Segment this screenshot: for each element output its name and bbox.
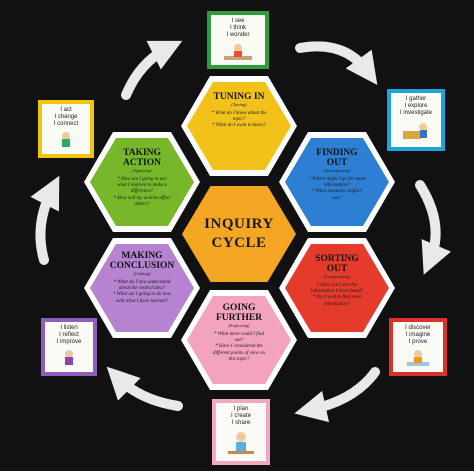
center-title-line2: CYCLE — [211, 235, 267, 251]
card-finding-out: I gather I explore I investigate — [387, 89, 445, 151]
card-line: I act — [60, 107, 72, 113]
hex-question: * How can I sort the information I have … — [310, 283, 364, 295]
hex-subtitle: (Categorizing) — [323, 274, 351, 279]
hex-title: TUNING IN — [213, 92, 265, 102]
student-illustration-icon — [224, 44, 252, 60]
card-sorting-out: I discover I imagine I prove — [389, 318, 447, 376]
hex-question: * How will my actions affect others? — [113, 195, 171, 207]
card-making-conclusion: I listen I reflect I improve — [41, 318, 97, 376]
hex-going-further-fill: GOING FURTHER (Exploring) * What more co… — [187, 296, 291, 384]
hex-question: * What more could I find out? — [214, 332, 264, 344]
card-line: I improve — [56, 339, 82, 345]
hex-question: * Have I considered the different points… — [212, 344, 266, 362]
hex-subtitle: (Exploring) — [228, 323, 250, 328]
hex-title: SORTING OUT — [315, 254, 359, 274]
hex-subtitle: (Tuning) — [231, 102, 247, 107]
card-line: I change — [54, 114, 78, 120]
curved-arrow-icon — [121, 40, 183, 100]
hex-tuning-in-fill: TUNING IN (Tuning) * What do I know abou… — [187, 82, 291, 170]
hex-title: FURTHER — [215, 313, 263, 323]
hex-question: * Where might I go for more information? — [308, 177, 366, 189]
hex-question: * What do I now understand about the cen… — [113, 280, 171, 292]
hex-finding-out: FINDING OUT (Investigating) * Where migh… — [279, 132, 395, 232]
curved-arrow-icon — [295, 41, 378, 85]
hex-question: * What resources might I use? — [311, 189, 363, 201]
hex-making-conclusion-fill: MAKING CONCLUSION (Linking) * What do I … — [90, 244, 194, 332]
student-illustration-icon — [62, 132, 70, 147]
card-line: I wonder — [226, 32, 250, 38]
center-hexagon-fill: INQUIRY CYCLE — [182, 186, 296, 282]
curved-arrow-icon — [415, 180, 452, 275]
card-line: I imagine — [405, 332, 431, 338]
card-line: I prove — [408, 339, 428, 345]
card-line: I explore — [404, 103, 428, 109]
hex-question: * How am I going to use what I learned t… — [117, 177, 167, 195]
hex-question: * Do I need to find more information? — [312, 295, 362, 307]
hex-subtitle: (Applying) — [132, 168, 152, 173]
hex-question: * What do I want to know? — [212, 123, 266, 129]
hex-taking-action-fill: TAKING ACTION (Applying) * How am I goin… — [90, 138, 194, 226]
card-tuning-in: I see I think I wonder — [207, 11, 269, 69]
curved-arrow-icon — [106, 366, 183, 411]
student-illustration-icon — [228, 432, 254, 454]
card-line: I share — [231, 420, 251, 426]
card-line: I create — [230, 413, 251, 419]
center-hexagon: INQUIRY CYCLE — [176, 180, 302, 288]
student-illustration-icon — [407, 350, 429, 366]
card-line: I see — [231, 18, 245, 24]
card-line: I discover — [405, 325, 431, 331]
curved-arrow-icon — [294, 367, 380, 423]
center-title-line1: INQUIRY — [204, 216, 274, 232]
hex-title: FINDING OUT — [316, 148, 358, 168]
student-illustration-icon — [65, 350, 73, 365]
hex-subtitle: (Investigating) — [323, 168, 351, 173]
hex-question: * What do I know about the topic? — [211, 111, 267, 123]
hex-title: CONCLUSION — [109, 261, 175, 271]
student-illustration-icon — [403, 123, 427, 139]
card-line: I investigate — [399, 110, 433, 116]
card-line: I think — [229, 25, 246, 31]
hex-title: MAKING — [121, 251, 163, 261]
card-line: I reflect — [59, 332, 79, 338]
card-going-further: I plan I create I share — [212, 399, 270, 465]
card-line: I connect — [53, 121, 79, 127]
card-taking-action: I act I change I connect — [38, 100, 94, 158]
hex-sorting-out-fill: SORTING OUT (Categorizing) * How can I s… — [285, 244, 389, 332]
hex-title: GOING — [222, 303, 256, 313]
hex-title: TAKING ACTION — [122, 148, 161, 168]
card-line: I gather — [405, 96, 427, 102]
hex-question: * What am I going to do now with what I … — [112, 292, 172, 304]
curved-arrow-icon — [30, 175, 60, 265]
hex-subtitle: (Linking) — [133, 271, 151, 276]
hex-going-further: GOING FURTHER (Exploring) * What more co… — [181, 290, 297, 390]
hex-sorting-out: SORTING OUT (Categorizing) * How can I s… — [279, 238, 395, 338]
hex-finding-out-fill: FINDING OUT (Investigating) * Where migh… — [285, 138, 389, 226]
card-line: I plan — [233, 406, 249, 412]
card-line: I listen — [60, 325, 78, 331]
